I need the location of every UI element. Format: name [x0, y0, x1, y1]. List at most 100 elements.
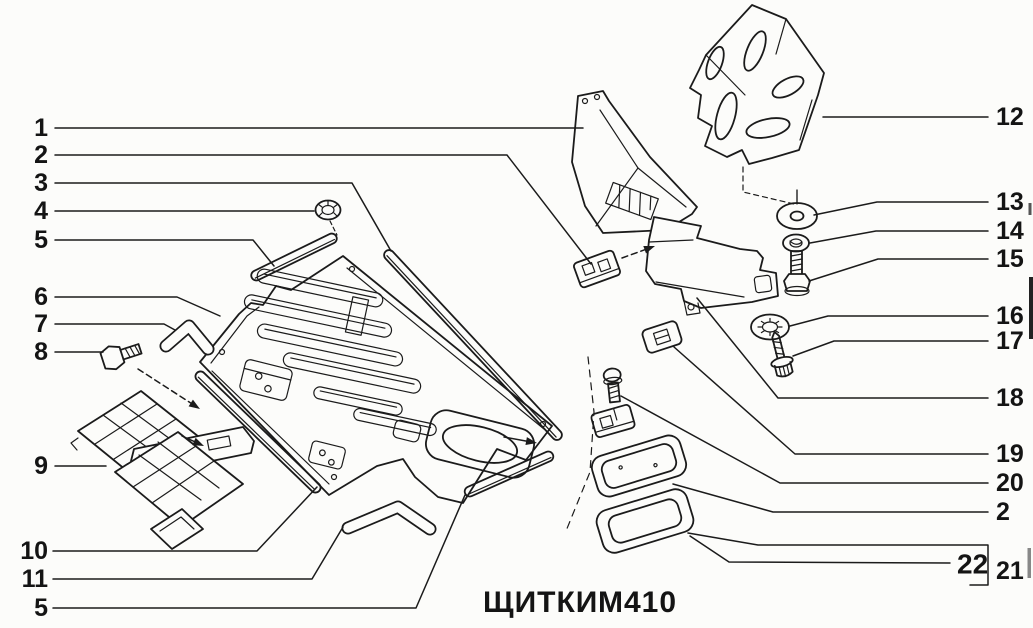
callout-leader-13	[813, 201, 989, 216]
part-screw-17	[770, 331, 794, 378]
part-star-washer-16	[750, 313, 790, 341]
part-nut-4	[314, 199, 342, 221]
scan-edge-artifact-2	[1027, 548, 1031, 578]
callout-number-5: 5	[34, 226, 48, 254]
panel-rib	[256, 268, 384, 308]
callout-number-19: 19	[996, 440, 1024, 468]
callout-number-21: 21	[996, 557, 1024, 585]
callout-leader-5	[52, 494, 466, 609]
assembly-arrows-layer	[137, 246, 655, 446]
callout-number-16: 16	[996, 302, 1024, 330]
arrowhead-icon	[188, 399, 200, 409]
part-strip-left-edge	[194, 370, 322, 494]
part-bolt-8	[99, 343, 143, 371]
arrowhead-icon	[525, 437, 537, 445]
part-shield-rear	[689, 4, 825, 165]
callout-number-4: 4	[34, 197, 48, 225]
callout-leader-6	[54, 296, 221, 317]
part-grille-bracket-stack	[70, 390, 255, 550]
callout-leader-16	[789, 315, 989, 327]
part-strip-upper	[250, 232, 338, 282]
callout-leader-15	[808, 258, 989, 282]
panel-rib	[353, 407, 437, 437]
callout-leader-2	[672, 483, 989, 513]
callout-number-5: 5	[34, 594, 48, 622]
panel-hole	[348, 265, 356, 273]
guide-lines-layer	[329, 166, 798, 532]
part-corner-pad-upper	[159, 319, 215, 356]
panel-oval-cutout	[425, 409, 535, 479]
callout-leader-3	[54, 182, 392, 252]
part-frame-upper	[590, 434, 688, 498]
callout-leader-20	[620, 395, 989, 484]
assembly-arrow-3	[503, 436, 528, 442]
callout-leader-17	[792, 340, 989, 357]
arrowhead-icon	[643, 246, 655, 254]
callout-group-bracket	[687, 532, 989, 586]
part-strip-lower	[463, 450, 555, 498]
panel-hole	[330, 473, 338, 481]
part-strip-long	[383, 249, 563, 441]
callout-number-9: 9	[34, 452, 48, 480]
part-nut-14	[782, 233, 810, 253]
callout-leader-11	[52, 526, 344, 580]
callout-number-20: 20	[996, 469, 1024, 497]
callout-number-18: 18	[996, 384, 1024, 412]
guide-line-0	[565, 356, 595, 532]
callout-number-12: 12	[996, 103, 1024, 131]
panel-rib	[243, 294, 393, 338]
callout-number-8: 8	[34, 338, 48, 366]
callout-number-2: 2	[34, 141, 48, 169]
callout-number-17: 17	[996, 327, 1024, 355]
panel-rib	[282, 352, 422, 394]
callout-number-2: 2	[996, 498, 1010, 526]
callout-number-7: 7	[34, 310, 48, 338]
callout-leader-5	[54, 239, 275, 267]
callout-number-6: 6	[34, 283, 48, 311]
callout-leader-22	[689, 535, 951, 564]
callout-number-1: 1	[34, 114, 48, 142]
part-floor-panel	[199, 255, 553, 504]
assembly-arrow-2	[621, 248, 647, 259]
callout-number-3: 3	[34, 169, 48, 197]
callout-number-22: 22	[957, 549, 988, 580]
callout-number-10: 10	[20, 537, 48, 565]
part-clip-2-left	[573, 249, 621, 289]
callout-leader-7	[54, 323, 176, 331]
scan-artifacts-layer	[1027, 203, 1033, 578]
callout-number-14: 14	[996, 217, 1024, 245]
part-corner-pad-lower	[341, 500, 437, 536]
part-side-bracket	[645, 216, 779, 316]
callout-number-11: 11	[22, 565, 49, 593]
callout-leader-14	[809, 230, 989, 244]
part-bolt-15	[783, 250, 811, 297]
guide-line-1	[329, 220, 338, 236]
panel-rib-link	[344, 296, 370, 336]
panel-slot	[392, 419, 422, 443]
callout-number-15: 15	[996, 245, 1024, 273]
arrowhead-icon	[192, 437, 204, 446]
part-clip-nut-19	[641, 320, 683, 354]
figure-caption-word1: ЩИТКИ	[483, 586, 598, 619]
figure-caption-word2: М410	[598, 586, 677, 619]
guide-line-2	[742, 166, 795, 205]
scan-edge-artifact-0	[1029, 277, 1033, 339]
callout-number-13: 13	[996, 188, 1024, 216]
part-shield-front	[571, 90, 698, 234]
callout-leader-10	[52, 486, 318, 552]
callout-leader-2	[54, 154, 592, 265]
scan-edge-artifact-1	[1028, 203, 1032, 215]
panel-mount-plate	[308, 440, 346, 470]
callout-leader-18	[696, 297, 989, 399]
part-bolt-20	[602, 367, 623, 404]
part-frame-lower	[595, 488, 695, 554]
part-clip-2-right	[590, 403, 636, 439]
panel-hole	[218, 348, 226, 356]
callout-leader-19	[673, 346, 989, 455]
assembly-arrow-1	[181, 435, 196, 443]
panel-mount-plate	[239, 359, 293, 401]
assembly-arrow-0	[137, 368, 193, 405]
